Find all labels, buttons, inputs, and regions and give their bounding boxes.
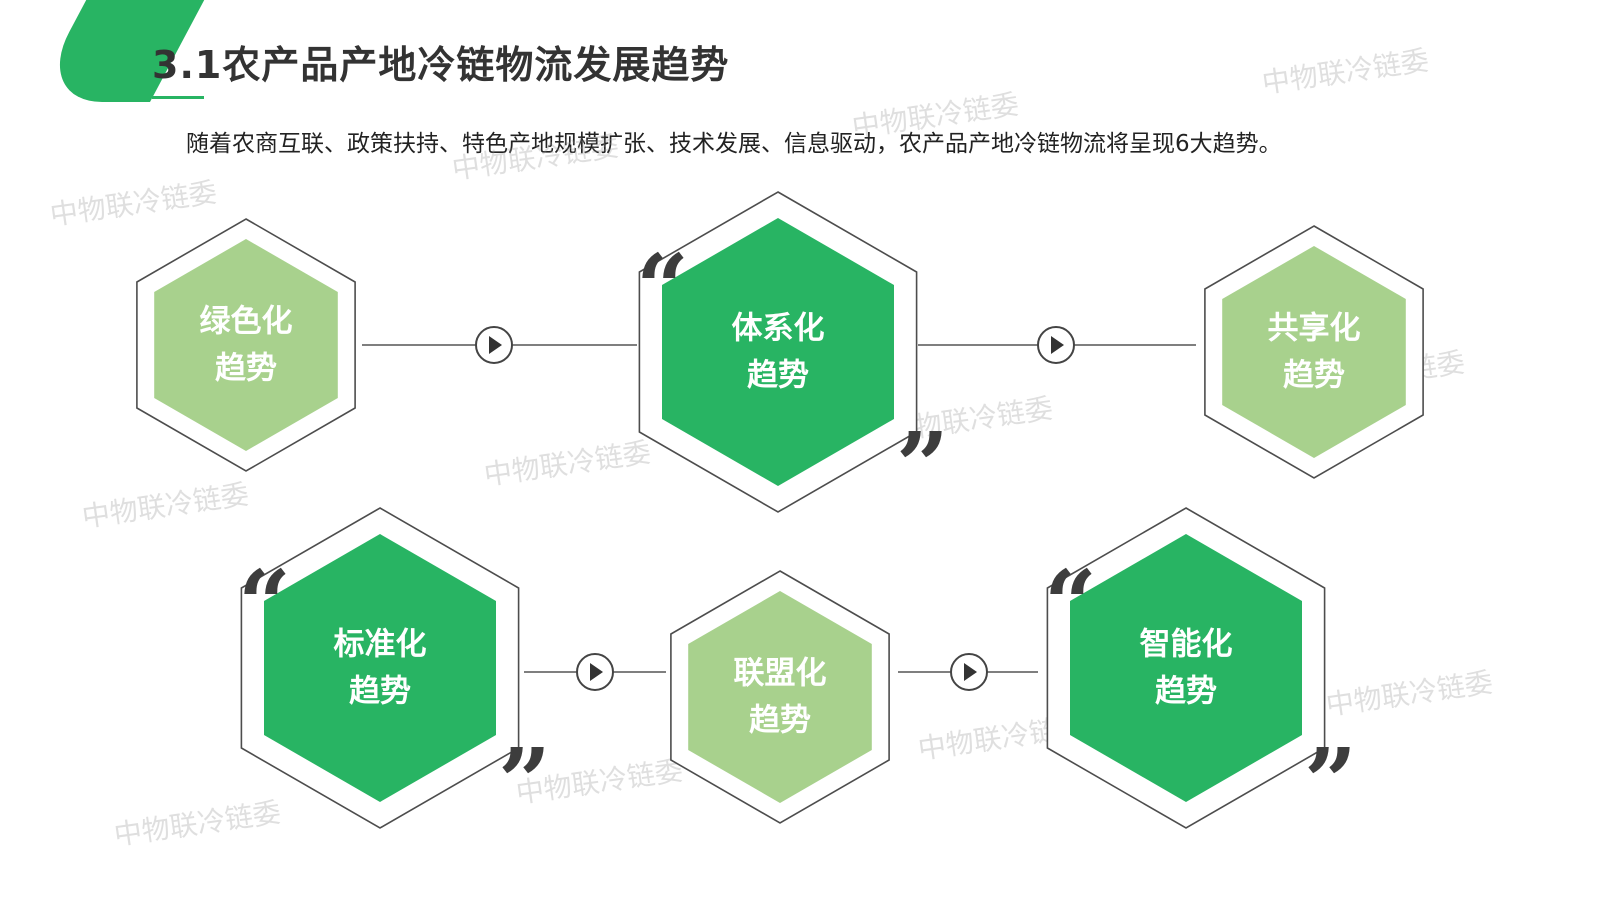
trend-label-smart: 智能化趋势 — [1086, 622, 1286, 715]
trend-name: 共享化 — [1267, 310, 1361, 347]
hex-fill-standard — [264, 534, 496, 802]
quote-open-icon: “ — [238, 550, 291, 658]
trend-label-sharing: 共享化趋势 — [1214, 306, 1414, 399]
quote-close-icon: ” — [498, 728, 551, 836]
trend-suffix: 趋势 — [747, 357, 809, 393]
play-icon — [475, 326, 513, 364]
trend-suffix: 趋势 — [1283, 357, 1345, 393]
trend-name: 绿色化 — [199, 303, 293, 340]
trend-name: 标准化 — [333, 626, 427, 663]
quote-open-icon: “ — [636, 234, 689, 342]
hex-fill-green — [154, 239, 338, 451]
page-title: 3.1农产品产地冷链物流发展趋势 — [152, 43, 730, 87]
quote-close-icon: ” — [1304, 728, 1357, 836]
trend-suffix: 趋势 — [1155, 673, 1217, 709]
hex-fill-smart — [1070, 534, 1302, 802]
trend-label-standard: 标准化趋势 — [280, 622, 480, 715]
play-icon — [950, 653, 988, 691]
trend-label-green: 绿色化趋势 — [146, 299, 346, 392]
trend-label-alliance: 联盟化趋势 — [680, 651, 880, 744]
hex-fill-system — [662, 218, 894, 486]
trend-suffix: 趋势 — [215, 350, 277, 386]
hex-fill-alliance — [688, 591, 872, 803]
hex-fill-sharing — [1222, 246, 1406, 458]
trend-suffix: 趋势 — [349, 673, 411, 709]
trend-name: 智能化 — [1139, 626, 1233, 663]
intro-text: 随着农商互联、政策扶持、特色产地规模扩张、技术发展、信息驱动，农产品产地冷链物流… — [186, 131, 1282, 157]
trend-name: 体系化 — [731, 310, 825, 347]
trend-name: 联盟化 — [733, 655, 827, 692]
play-icon — [576, 653, 614, 691]
quote-close-icon: ” — [896, 412, 949, 520]
quote-open-icon: “ — [1044, 550, 1097, 658]
title-underline — [152, 96, 204, 99]
trend-suffix: 趋势 — [749, 702, 811, 738]
play-icon — [1037, 326, 1075, 364]
trend-label-system: 体系化趋势 — [678, 306, 878, 399]
